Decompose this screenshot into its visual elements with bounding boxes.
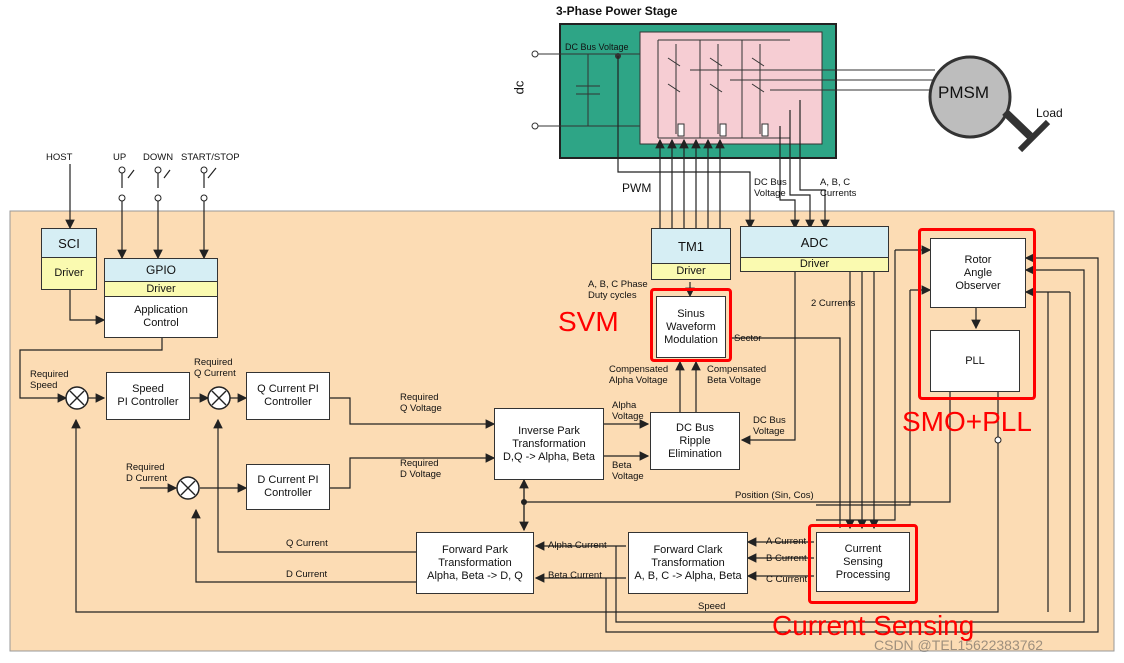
required-d-voltage-signal: Required D Voltage xyxy=(400,458,442,480)
host-label: HOST xyxy=(46,152,73,163)
start-stop-label: START/STOP xyxy=(181,152,240,163)
smo-pll-annotation: SMO+PLL xyxy=(902,406,1032,437)
inverter-area xyxy=(639,31,823,145)
d-current-pi-controller-block: D Current PI Controller xyxy=(246,464,330,510)
dc-bus-voltage-label: DC Bus Voltage xyxy=(565,42,629,52)
smo-pll-highlight xyxy=(918,228,1036,400)
abc-duty-cycles-signal: A, B, C Phase Duty cycles xyxy=(588,279,648,301)
sector-signal: Sector xyxy=(734,333,762,344)
dc-bus-voltage-signal: DC Bus Voltage xyxy=(754,177,787,199)
dc-label: dc xyxy=(511,80,527,95)
pmsm-label: PMSM xyxy=(938,83,989,102)
inverse-park-transformation-block: Inverse Park Transformation D,Q -> Alpha… xyxy=(494,408,604,480)
beta-voltage-signal: Beta Voltage xyxy=(612,460,644,482)
speed-pi-controller-block: Speed PI Controller xyxy=(106,372,190,420)
adc-block: ADC xyxy=(740,226,889,258)
d-current-signal: D Current xyxy=(286,569,328,580)
svm-highlight xyxy=(650,288,732,362)
speed-signal: Speed xyxy=(698,601,726,612)
tm1-driver: Driver xyxy=(651,263,731,280)
application-control-block: Application Control xyxy=(104,296,218,338)
forward-clark-transformation-block: Forward Clark Transformation A, B, C -> … xyxy=(628,532,748,594)
q-current-signal: Q Current xyxy=(286,538,328,549)
sci-block: SCI xyxy=(41,228,97,258)
position-signal: Position (Sin, Cos) xyxy=(735,490,814,501)
dc-bus-ripple-elimination-block: DC Bus Ripple Elimination xyxy=(650,412,740,470)
current-sensing-highlight xyxy=(808,524,918,604)
required-speed-signal: Required Speed xyxy=(30,369,69,391)
gpio-driver: Driver xyxy=(104,281,218,297)
required-d-current-signal: Required D Current xyxy=(126,462,168,484)
alpha-current-signal: Alpha Current xyxy=(548,540,607,551)
tm1-block: TM1 xyxy=(651,228,731,264)
forward-park-transformation-block: Forward Park Transformation Alpha, Beta … xyxy=(416,532,534,594)
compensated-beta-voltage-signal: Compensated Beta Voltage xyxy=(707,364,767,386)
compensated-alpha-voltage-signal: Compensated Alpha Voltage xyxy=(609,364,669,386)
q-current-pi-controller-block: Q Current PI Controller xyxy=(246,372,330,420)
a-current-signal: A Current xyxy=(766,536,807,547)
sinus-waveform-modulation-block: Sinus Waveform Modulation xyxy=(656,296,726,358)
pll-block: PLL xyxy=(930,330,1020,392)
two-currents-signal: 2 Currents xyxy=(811,298,856,309)
abc-currents-signal: A, B, C Currents xyxy=(820,177,857,199)
watermark: CSDN @TEL15622383762 xyxy=(874,637,1044,653)
up-label: UP xyxy=(113,152,127,163)
c-current-signal: C Current xyxy=(766,574,808,585)
pwm-label: PWM xyxy=(622,181,652,195)
b-current-signal: B Current xyxy=(766,553,807,564)
alpha-voltage-signal: Alpha Voltage xyxy=(612,400,644,422)
beta-current-signal: Beta Current xyxy=(548,570,602,581)
rotor-angle-observer-block: Rotor Angle Observer xyxy=(930,238,1026,308)
down-label: DOWN xyxy=(143,152,174,163)
current-sensing-processing-block: Current Sensing Processing xyxy=(816,532,910,592)
load-label: Load xyxy=(1036,106,1063,120)
power-stage-title: 3-Phase Power Stage xyxy=(556,4,678,18)
gpio-block: GPIO xyxy=(104,258,218,282)
sci-driver: Driver xyxy=(41,257,97,290)
adc-driver: Driver xyxy=(740,257,889,272)
pmsm-motor-shape xyxy=(928,55,1012,139)
dc-bus-voltage-signal-2: DC Bus Voltage xyxy=(753,415,786,437)
required-q-current-signal: Required Q Current xyxy=(194,357,236,379)
required-q-voltage-signal: Required Q Voltage xyxy=(400,392,442,414)
current-sensing-annotation: Current Sensing xyxy=(772,610,975,641)
svm-annotation: SVM xyxy=(558,306,619,337)
